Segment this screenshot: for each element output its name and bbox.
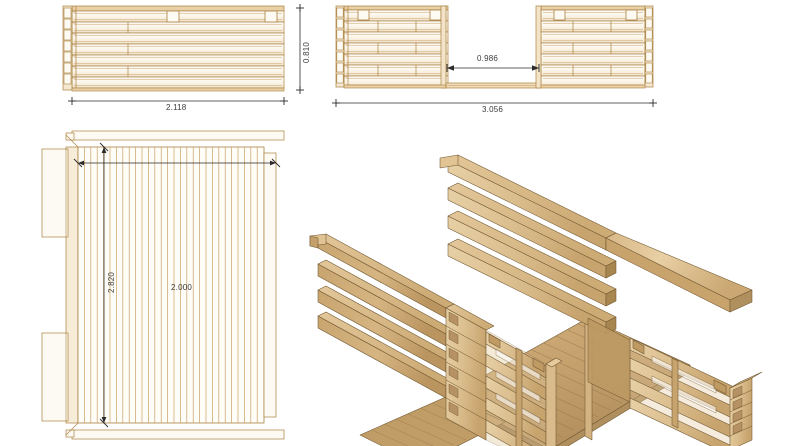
plan-view: 2.000 2.820: [0, 125, 310, 445]
side-elevation-right-wall: [535, 5, 654, 89]
dim-plan-depth-2820: [99, 142, 109, 428]
dim-label-plan-depth-2820: 2.820: [107, 271, 116, 293]
dim-label-height-0810: 0.810: [302, 41, 311, 63]
dim-label-plan-width-2000: 2.000: [171, 283, 193, 292]
iso-deck-right-face: [587, 317, 631, 403]
isometric-geometry: [309, 154, 763, 446]
dim-plan-width-2000: [73, 158, 281, 168]
iso-right-header: [605, 232, 753, 313]
iso-left-corner-column: [445, 303, 495, 441]
side-elevation-svg: [332, 5, 657, 107]
plan-deck-frame: [77, 146, 265, 424]
iso-right-wall: [629, 337, 733, 446]
dim-opening-0986: [446, 64, 540, 72]
front-elevation-svg: [62, 4, 304, 105]
dim-label-width-2118: 2.118: [166, 103, 187, 112]
dim-label-opening-0986: 0.986: [477, 54, 499, 63]
iso-left-front-wall: [485, 329, 563, 446]
plan-bottom-rail: [71, 429, 285, 440]
dim-height-0810: [296, 4, 304, 94]
dim-overall-3056: [332, 99, 657, 107]
isometric-3d-view: [300, 150, 794, 446]
iso-right-corner-column: [729, 371, 763, 446]
side-elevation-view: 0.986 3.056: [330, 0, 660, 125]
iso-left-wing-rails: [309, 233, 455, 399]
plan-left-wing-lower: [41, 332, 69, 422]
plan-left-wing-upper: [41, 148, 69, 238]
side-elevation-opening: [445, 82, 541, 89]
front-elevation-geometry: [62, 5, 285, 92]
side-elevation-left-wall: [335, 5, 449, 89]
isometric-svg: [309, 154, 763, 446]
front-elevation-view: 2.118 0.810: [0, 0, 311, 120]
plan-deck-boards: [84, 147, 258, 423]
dim-label-overall-3056: 3.056: [482, 105, 504, 114]
dim-width-2118: [68, 97, 288, 105]
plan-view-svg: [41, 130, 285, 440]
plan-top-rail: [71, 130, 285, 141]
plan-right-wall: [263, 152, 277, 418]
iso-right-wing-rails: [439, 154, 617, 335]
